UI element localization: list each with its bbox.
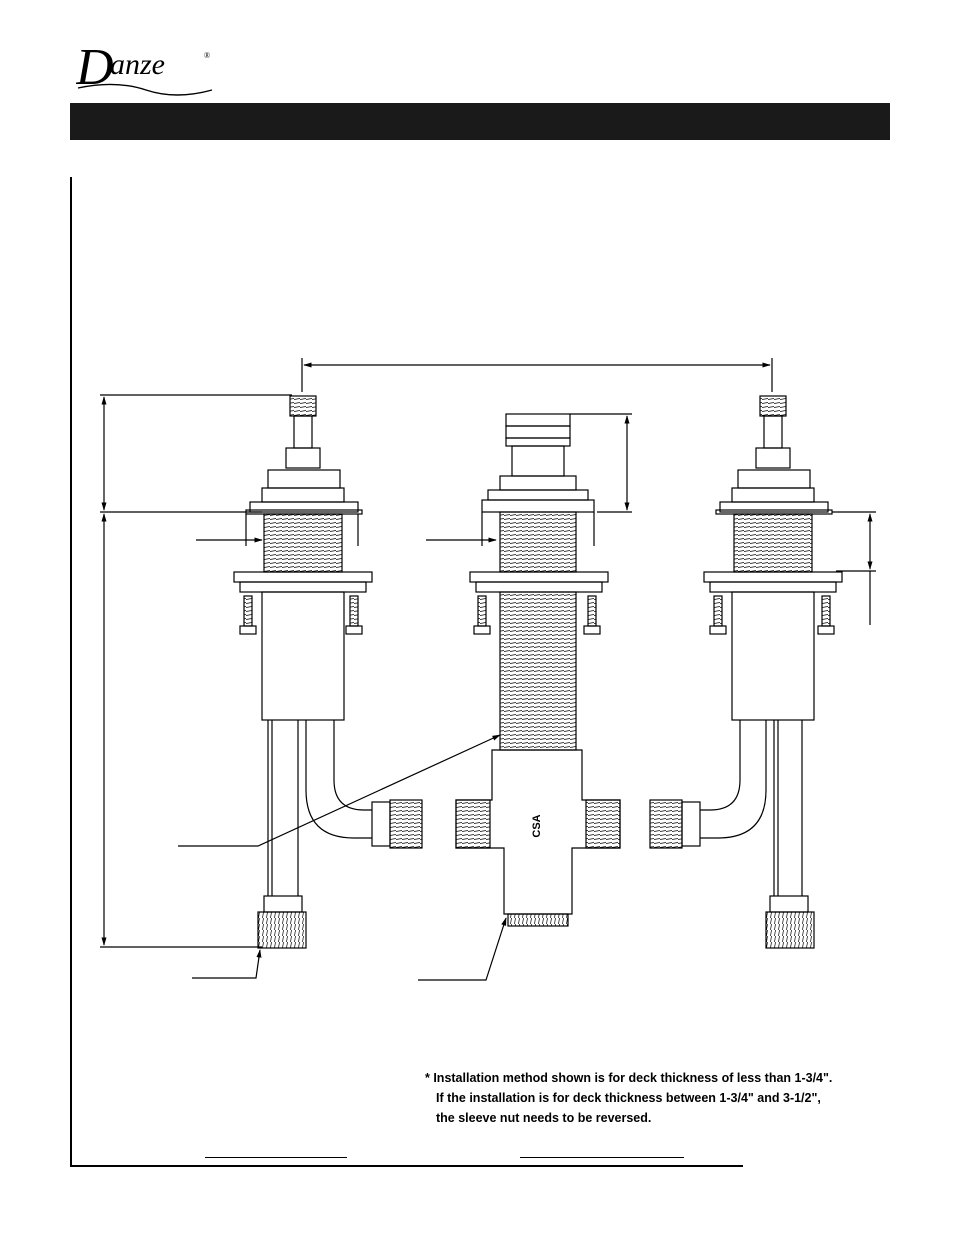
left-valve: [233, 395, 423, 949]
note-line-1: * Installation method shown is for deck …: [425, 1071, 833, 1085]
center-valve: [455, 413, 621, 927]
signature-line-left: [205, 1157, 347, 1158]
leader-lines: [178, 537, 507, 981]
frame-bottom-rule: [70, 1165, 743, 1167]
body-marking: CSA: [531, 814, 543, 837]
danze-logo: D anze ®: [76, 40, 213, 96]
signature-line-right: [520, 1157, 684, 1158]
registered-mark: ®: [204, 51, 210, 60]
dimension-left-vertical: [100, 394, 292, 948]
frame-left-rule: [70, 177, 72, 1167]
note-line-3: the sleeve nut needs to be reversed.: [436, 1111, 652, 1125]
note-line-2: If the installation is for deck thicknes…: [436, 1091, 821, 1105]
logo-wordmark: anze: [110, 48, 165, 81]
installation-note: * Installation method shown is for deck …: [425, 1068, 895, 1128]
right-valve: [649, 395, 843, 949]
dimension-right-vertical: [832, 511, 876, 625]
dimension-center-vertical: [570, 413, 632, 513]
title-bar: [70, 103, 890, 140]
dimension-width: [301, 358, 773, 392]
